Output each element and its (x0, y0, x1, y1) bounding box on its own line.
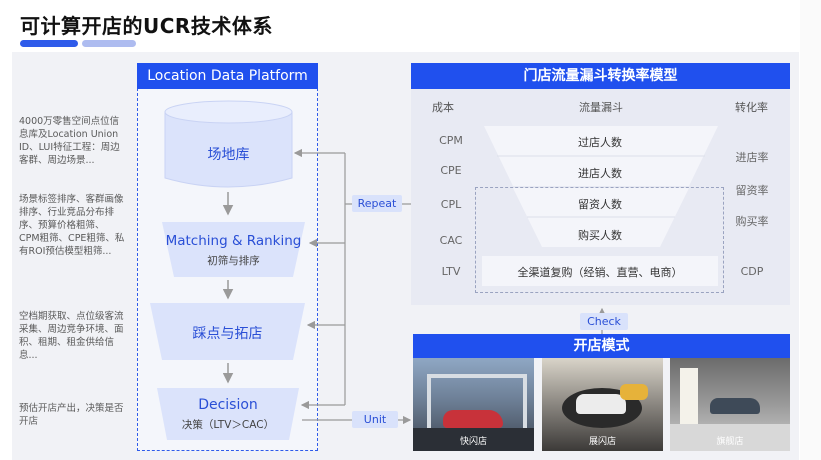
photo-showroom-store: 展闪店 (542, 358, 663, 451)
scout-label: 踩点与拓店 (192, 326, 263, 342)
funnel-title: 门店流量漏斗转换率模型 (411, 63, 790, 89)
decision-label: Decision (198, 397, 258, 413)
rate-cdp: CDP (740, 265, 764, 278)
rate-enter: 进店率 (735, 151, 769, 164)
note-decision: 预估开店产出，决策是否开店 (19, 403, 124, 427)
cost-ltv: LTV (441, 265, 461, 278)
head-rate: 转化率 (735, 101, 768, 114)
retention-dashed-frame (475, 187, 724, 293)
matching-shape (162, 222, 305, 277)
rate-purchase: 购买率 (735, 215, 769, 228)
photo-flagship-store: 旗舰店 (670, 358, 790, 451)
photo-caption: 快闪店 (459, 437, 487, 447)
check-tag: Check (580, 313, 628, 330)
platform-title: Location Data Platform (137, 63, 318, 89)
photo-popup-store: 快闪店 (413, 358, 534, 451)
repeat-tag: Repeat (352, 195, 402, 212)
title-accent-bar (20, 40, 78, 47)
page-title: 可计算开店的UCR技术体系 (20, 14, 273, 38)
decision-shape (157, 388, 299, 440)
page-edge (800, 0, 821, 460)
stage-purchase: 购买人数 (578, 229, 622, 242)
note-matching: 场景标签排序、客群画像排序、行业竞品分布排序、预算价格粗筛、CPM粗筛、CPE粗… (19, 194, 125, 257)
cost-cpm: CPM (439, 134, 463, 147)
stage-repurchase: 全渠道复购（经销、直营、电商） (517, 266, 683, 279)
stage-pass-by: 过店人数 (578, 136, 622, 149)
unit-tag: Unit (352, 411, 398, 428)
database-cylinder-top (164, 100, 293, 124)
stage-lead: 留资人数 (578, 198, 622, 211)
photo-caption: 旗舰店 (716, 437, 744, 447)
database-cylinder (164, 112, 293, 188)
photo-caption: 展闪店 (588, 437, 616, 447)
cost-cpe: CPE (440, 164, 462, 177)
head-cost: 成本 (432, 101, 454, 114)
scout-shape (150, 303, 305, 360)
stage-enter: 进店人数 (578, 167, 622, 180)
database-label: 场地库 (207, 147, 250, 163)
store-modes-title: 开店模式 (413, 334, 790, 358)
cost-cac: CAC (439, 234, 463, 247)
cost-cpl: CPL (440, 198, 462, 211)
rate-lead: 留资率 (735, 184, 769, 197)
head-funnel: 流量漏斗 (579, 101, 623, 114)
title-accent-bar-light (82, 40, 136, 47)
matching-ranking-sublabel: 初筛与排序 (207, 255, 260, 267)
note-scouting: 空档期获取、点位级客流采集、周边竞争环境、面积、租期、租金供给信息... (19, 311, 124, 361)
matching-ranking-label: Matching & Ranking (165, 233, 302, 249)
note-location-library: 4000万零售空间点位信息库及Location Union ID、LUI特征工程… (19, 116, 120, 166)
decision-sublabel: 决策（LTV＞CAC） (181, 419, 275, 431)
